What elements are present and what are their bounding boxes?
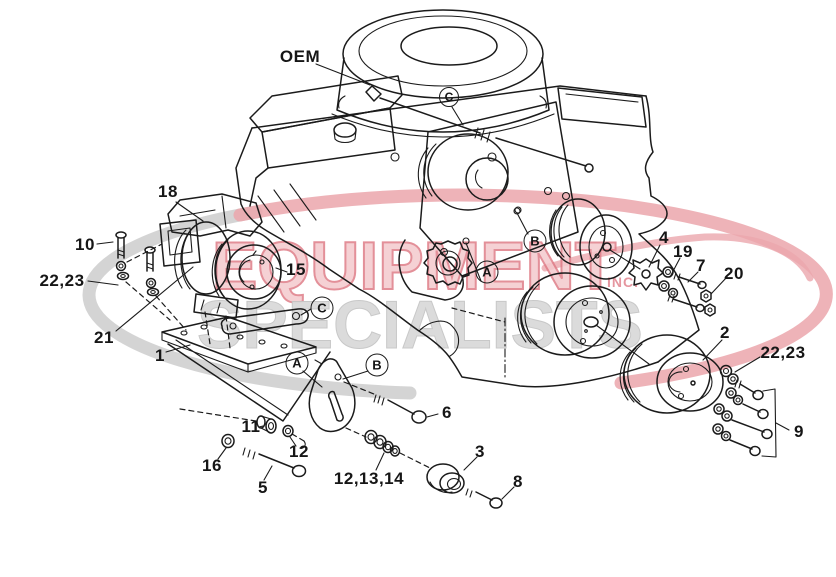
balloon-a-bracket: A xyxy=(285,351,309,375)
callout-2: 2 xyxy=(720,323,730,342)
strap-arm xyxy=(220,308,312,335)
callout-22-23-left: 22,23 xyxy=(39,271,85,290)
balloon-b-engine: B xyxy=(523,229,547,253)
balloon-c-bracket: C xyxy=(310,296,334,320)
water-pump xyxy=(417,101,579,282)
oem-rod xyxy=(315,63,594,173)
balloon-c-engine: C xyxy=(439,87,459,107)
callout-11: 11 xyxy=(241,417,261,436)
callout-18: 18 xyxy=(158,182,178,201)
balloon-b-bracket: B xyxy=(365,353,389,377)
callout-9: 9 xyxy=(794,422,804,441)
callout-6: 6 xyxy=(442,403,452,422)
callout-oem: OEM xyxy=(279,47,321,66)
swoosh-gray-arc xyxy=(82,205,417,400)
watermark-word-specialists: SPECIALISTS xyxy=(197,287,644,363)
balloon-a-engine: A xyxy=(475,260,499,284)
hardware-group-9 xyxy=(712,364,790,458)
callout-21: 21 xyxy=(94,328,114,347)
valve-cover-right xyxy=(557,87,647,128)
callout-22-23-right: 22,23 xyxy=(760,343,806,362)
pulley-2 xyxy=(619,334,761,414)
crank-pulley xyxy=(517,272,650,365)
hardware-5-11-12-16 xyxy=(217,415,307,481)
bolt-6 xyxy=(373,394,439,424)
callout-20: 20 xyxy=(724,264,744,283)
hardware-19-7-20 xyxy=(658,257,728,317)
callout-10: 10 xyxy=(75,235,95,254)
washers-12-13-14 xyxy=(364,429,401,471)
idler-bracket xyxy=(179,358,433,470)
callout-16: 16 xyxy=(202,456,222,475)
callout-19: 19 xyxy=(673,242,693,261)
compressor xyxy=(115,193,288,349)
callout-5: 5 xyxy=(258,478,268,497)
callout-4: 4 xyxy=(659,228,669,247)
alternator-gear xyxy=(398,239,473,301)
hardware-left-bolts xyxy=(87,231,187,331)
engine-block xyxy=(235,85,700,388)
bolt-8 xyxy=(465,486,515,509)
swoosh-red-tail xyxy=(541,233,814,282)
callout-3: 3 xyxy=(475,442,485,461)
callout-12-13-14: 12,13,14 xyxy=(333,469,405,488)
callout-8: 8 xyxy=(513,472,523,491)
spacer-3 xyxy=(426,456,478,494)
balloon-target-holes xyxy=(462,207,521,245)
callout-15: 15 xyxy=(286,260,306,279)
callout-1: 1 xyxy=(155,346,165,365)
swoosh-red-arc xyxy=(233,188,833,390)
fan-hub-star xyxy=(628,244,664,291)
callout-12: 12 xyxy=(289,442,309,461)
water-pump-pulley xyxy=(549,198,641,280)
mounting-plate xyxy=(161,316,331,422)
callout-7: 7 xyxy=(696,256,706,275)
